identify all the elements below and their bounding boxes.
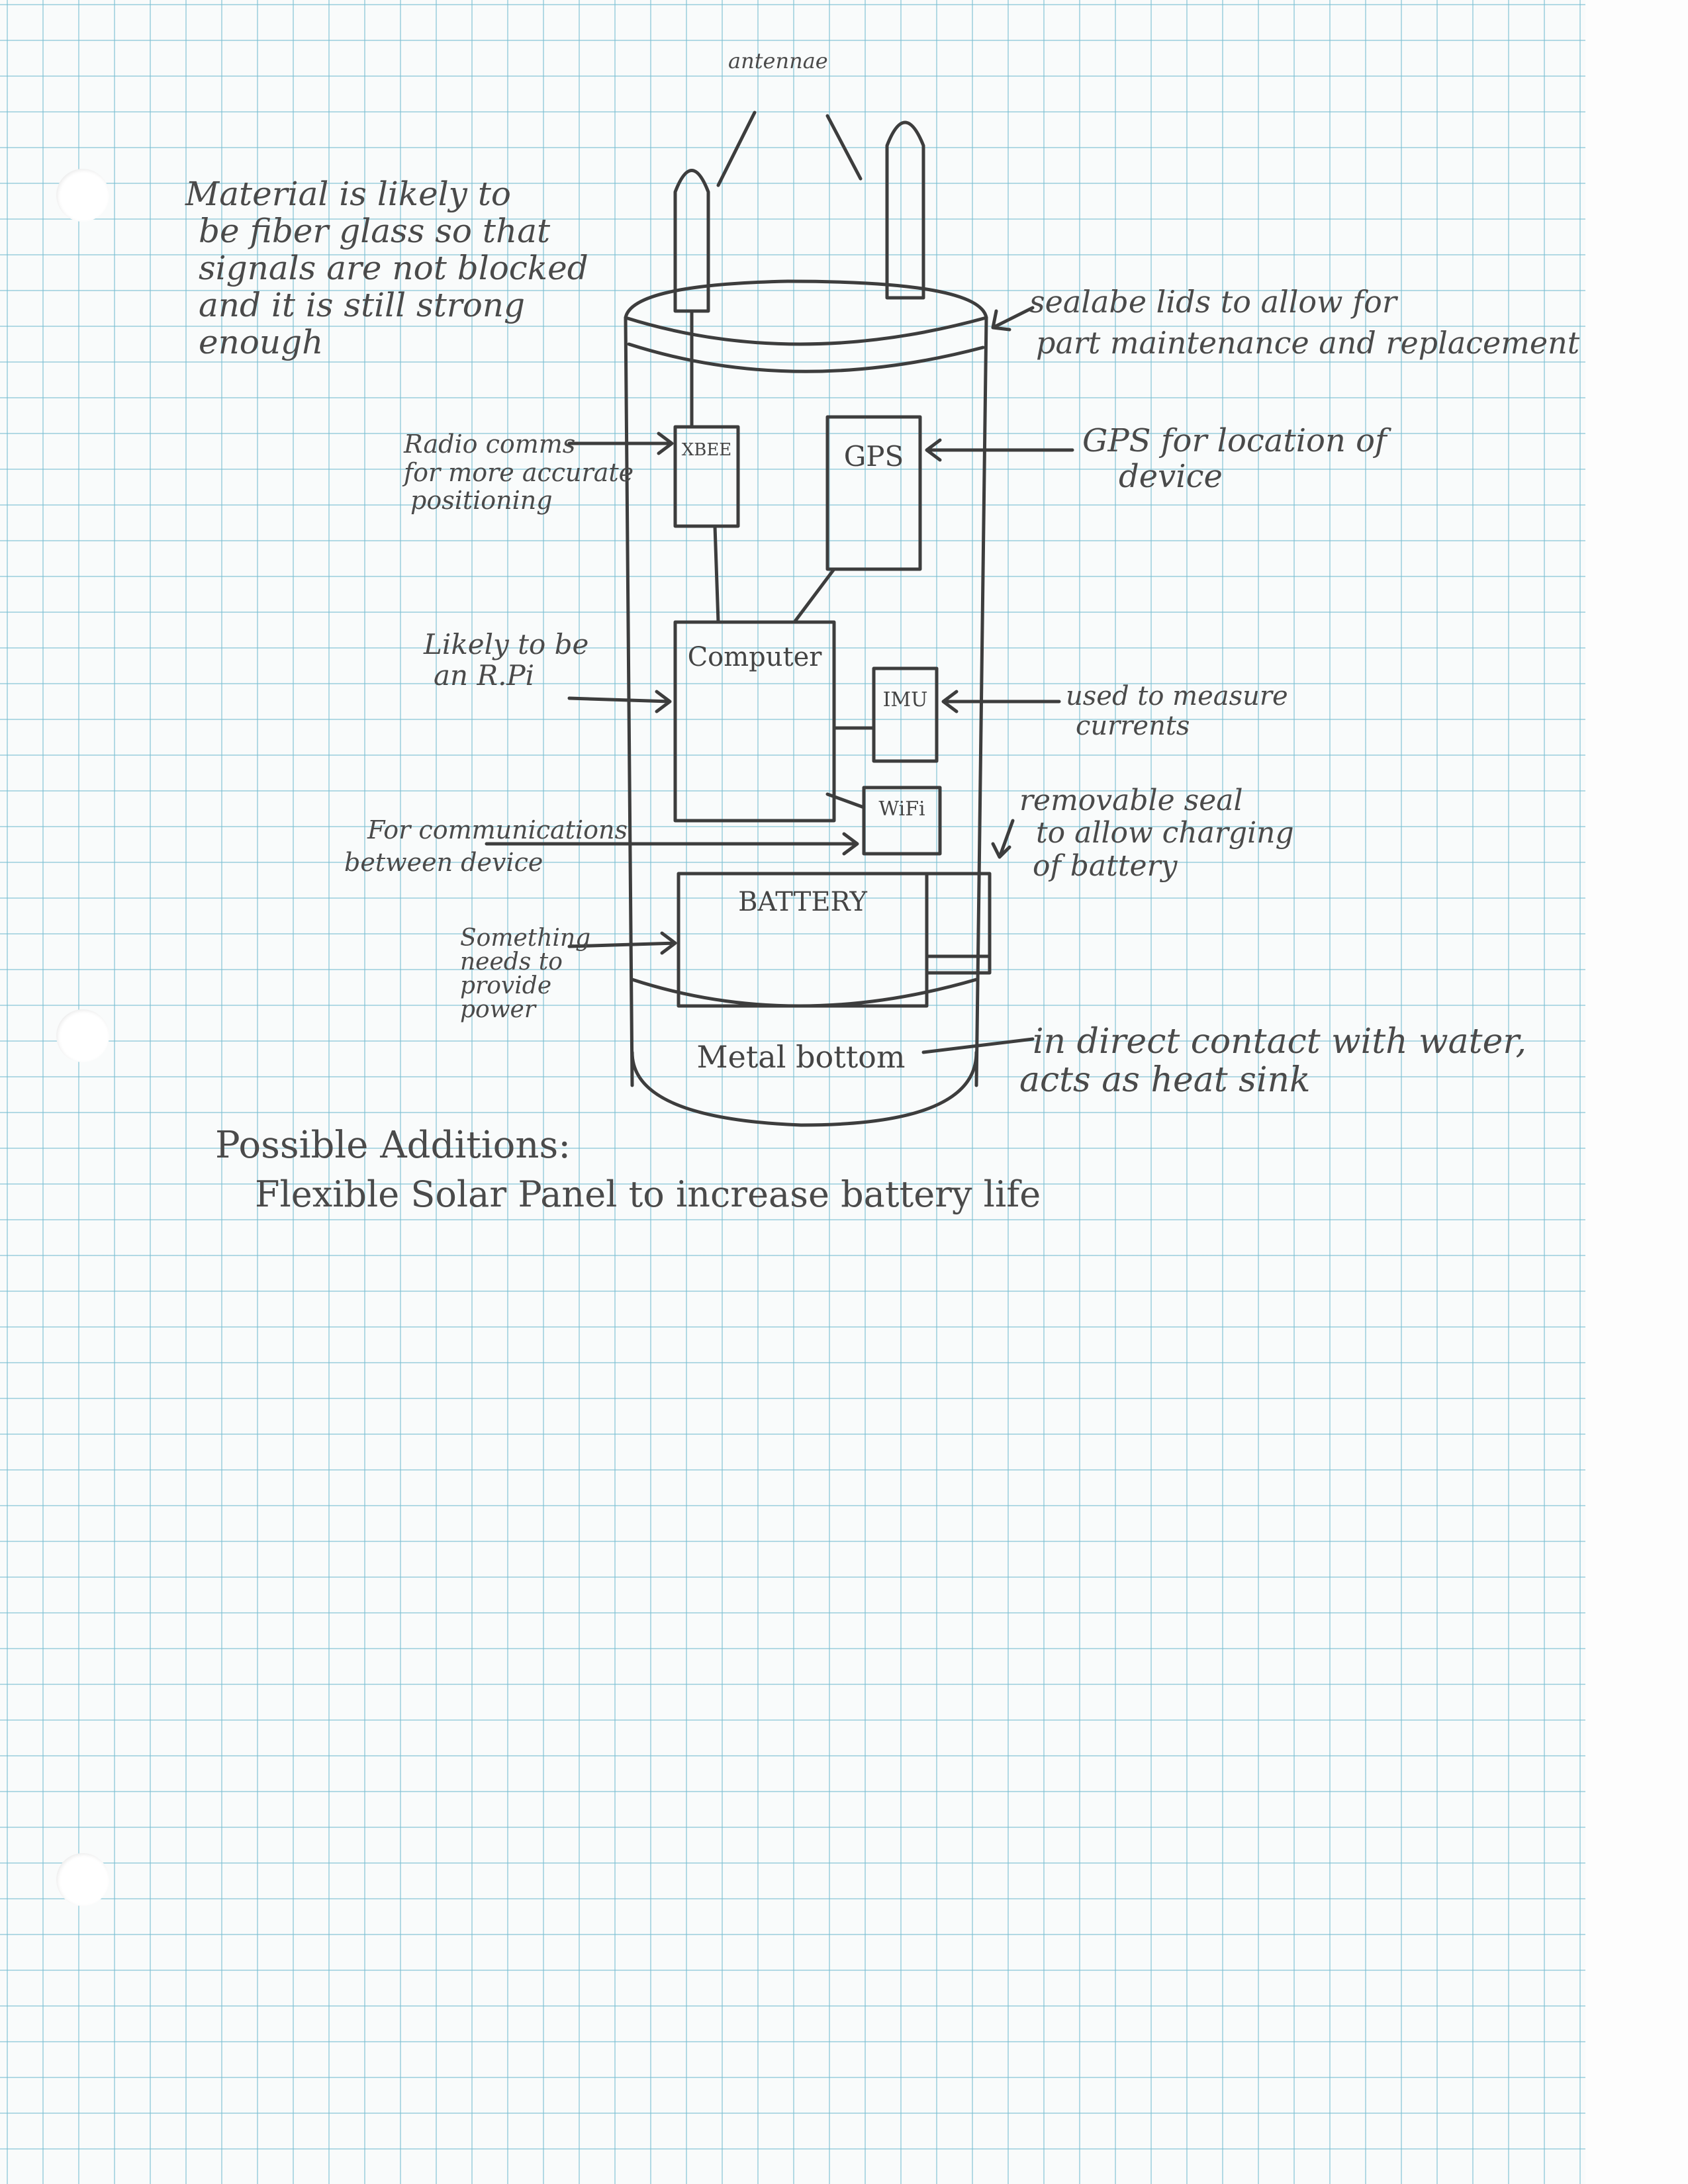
additions-title: Possible Additions: [215,1125,571,1167]
seal-note: removable seal to allow charging of batt… [1019,784,1294,882]
arrow-imu [943,692,1059,711]
gps-note-line-1: GPS for location of [1082,424,1387,459]
material-line-3: signals are not blocked [185,250,588,287]
seal-line-3: of battery [1019,850,1294,882]
additions-item: Flexible Solar Panel to increase battery… [255,1175,1041,1214]
computer-label: Computer [675,642,834,672]
radio-line-1: Radio comms [404,430,633,459]
imu-note-line-2: currents [1066,711,1288,741]
lid-edge [626,318,986,344]
gps-label: GPS [827,440,920,473]
sealable-line-1: sealabe lids to allow for [1029,281,1579,322]
material-line-5: enough [185,324,588,361]
likely-line-2: an R.Pi [424,660,588,691]
arrow-likely [569,692,670,711]
metal-bottom-separator [632,979,976,1006]
something-line-3: provide [460,974,590,998]
water-line-1: in direct contact with water, [1019,1023,1526,1061]
antenna-right [887,122,923,298]
comms-line-2: between device [344,846,628,879]
arrow-gps [927,440,1072,460]
gps-note-line-2: device [1082,459,1387,495]
xbee-label: XBEE [675,440,738,460]
radio-note: Radio comms for more accurate positionin… [404,430,633,515]
material-line-2: be fiber glass so that [185,212,588,250]
antennae-pointer-right [827,116,861,179]
lid-bottom [629,344,983,371]
something-line-2: needs to [460,950,590,974]
something-note: Something needs to provide power [460,927,590,1022]
radio-line-2: for more accurate [404,459,633,487]
comms-note: For communications between device [344,814,628,880]
sealable-line-2: part maintenance and replacement [1029,322,1579,363]
gps-note: GPS for location of device [1082,424,1387,495]
something-line-1: Something [460,927,590,950]
metal-bottom-label: Metal bottom [662,1039,940,1075]
imu-label: IMU [874,688,937,711]
water-line-2: acts as heat sink [1019,1061,1526,1099]
arrow-seal [993,821,1013,857]
imu-note-line-1: used to measure [1066,682,1288,711]
seal-line-1: removable seal [1019,784,1294,817]
material-line-4: and it is still strong [185,287,588,324]
imu-note: used to measure currents [1066,682,1288,741]
material-note: Material is likely to be fiber glass so … [185,175,588,361]
wire-xbee-computer [715,526,718,622]
comms-line-1: For communications [344,814,628,846]
likely-note: Likely to be an R.Pi [424,629,588,691]
radio-line-3: positioning [404,486,633,515]
antennae-note: antennae [728,50,828,73]
material-line-1: Material is likely to [185,175,588,212]
wire-gps-computer [794,569,834,622]
imu-box [874,668,937,761]
arrow-sealable [993,308,1033,330]
something-line-4: power [460,998,590,1022]
water-note: in direct contact with water, acts as he… [1019,1023,1526,1099]
antennae-pointer-left [718,113,755,185]
wifi-label: WiFi [864,797,940,821]
likely-line-1: Likely to be [424,629,588,660]
sealable-note: sealabe lids to allow for part maintenan… [1029,281,1579,363]
battery-label: BATTERY [679,887,927,917]
seal-line-2: to allow charging [1019,817,1294,849]
